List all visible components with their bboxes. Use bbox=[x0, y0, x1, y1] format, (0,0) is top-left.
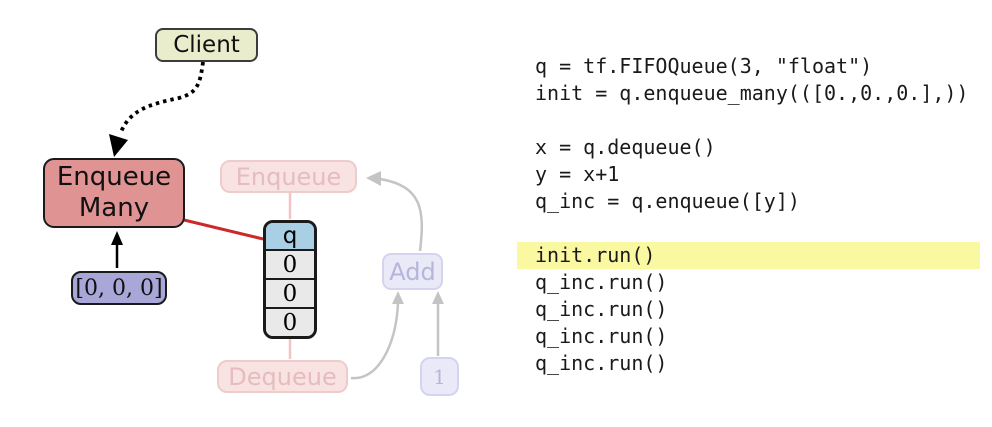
enqueue-many-node: Enqueue Many bbox=[43, 158, 185, 228]
code-line: q = tf.FIFOQueue(3, "float") bbox=[535, 54, 873, 78]
queue-cell: 0 bbox=[266, 251, 314, 280]
enqueue-node-faded: Enqueue bbox=[220, 160, 357, 193]
edge-add-to-enqueue bbox=[379, 177, 423, 252]
queue-cell: 0 bbox=[266, 280, 314, 309]
code-line-highlighted: init.run() bbox=[517, 242, 980, 269]
one-node-faded: 1 bbox=[420, 357, 459, 396]
code-line bbox=[517, 107, 980, 134]
edge-add-to-enqueue-arrowhead bbox=[366, 171, 381, 186]
edge-one-to-add-arrowhead bbox=[432, 291, 444, 304]
code-line: q_inc.run() bbox=[535, 324, 668, 348]
edge-dequeue-to-add-arrowhead bbox=[392, 291, 404, 304]
code-line: q_inc.run() bbox=[535, 270, 668, 294]
code-line: x = q.dequeue() bbox=[535, 135, 716, 159]
edge-tensor-arrowhead bbox=[111, 231, 123, 245]
queue-table: q 0 0 0 bbox=[263, 220, 317, 339]
code-line: y = x+1 bbox=[535, 162, 620, 186]
input-tensor-node: [0, 0, 0] bbox=[71, 271, 167, 305]
client-node: Client bbox=[155, 28, 258, 62]
code-line: init = q.enqueue_many(([0.,0.,0.],)) bbox=[535, 81, 969, 105]
dequeue-node-faded: Dequeue bbox=[217, 360, 348, 393]
code-line: q_inc.run() bbox=[535, 297, 668, 321]
code-line: q_inc.run() bbox=[535, 351, 668, 375]
add-node-faded: Add bbox=[382, 253, 443, 290]
edge-dequeue-to-add bbox=[350, 302, 400, 380]
edge-client-arrowhead bbox=[109, 134, 128, 157]
queue-header: q bbox=[266, 223, 314, 251]
queue-cell: 0 bbox=[266, 309, 314, 336]
code-block: q = tf.FIFOQueue(3, "float") init = q.en… bbox=[517, 53, 980, 377]
code-line: q_inc = q.enqueue([y]) bbox=[535, 189, 800, 213]
edge-client-to-enqueuemany bbox=[119, 61, 205, 133]
code-line bbox=[517, 215, 980, 242]
edge-enqueuemany-to-queue bbox=[183, 218, 264, 241]
